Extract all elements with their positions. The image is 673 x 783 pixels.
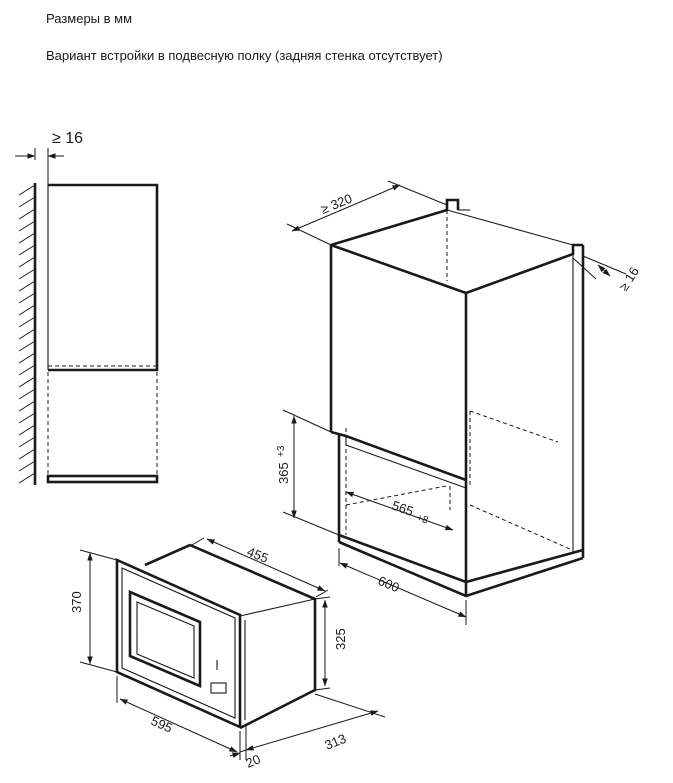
variant-caption: Вариант встройки в подвесную полку (задн… (46, 48, 443, 63)
microwave-isometric: 455 370 325 595 20 313 (69, 537, 386, 771)
niche-height-dimension: 365 (276, 462, 291, 484)
body-depth-dimension: 313 (323, 731, 349, 753)
frame-depth-dimension: 20 (244, 751, 263, 770)
oven-width-dimension: 595 (149, 713, 175, 736)
niche-height-tolerance: +3 (276, 445, 287, 457)
shelf-depth-dimension: ≥ 320 (319, 191, 355, 217)
oven-height-dimension: 370 (69, 591, 84, 613)
wall-gap-dimension: ≥ 16 (52, 130, 83, 147)
niche-width-tolerance: +8 (415, 512, 430, 526)
side-gap-dimension: ≥ 16 (616, 264, 642, 293)
wall-hatching (18, 183, 37, 485)
niche-width-dimension: 565 (390, 498, 415, 519)
cabinet-isometric: ≥ 320 ≥ 16 365 +3 565 +8 600 (276, 180, 642, 625)
units-caption: Размеры в мм (46, 11, 133, 26)
oven-depth-dimension: 455 (245, 544, 271, 566)
oven-body-height-dimension: 325 (333, 628, 348, 650)
cabinet-width-dimension: 600 (376, 573, 402, 595)
side-view: ≥ 16 (15, 130, 159, 485)
